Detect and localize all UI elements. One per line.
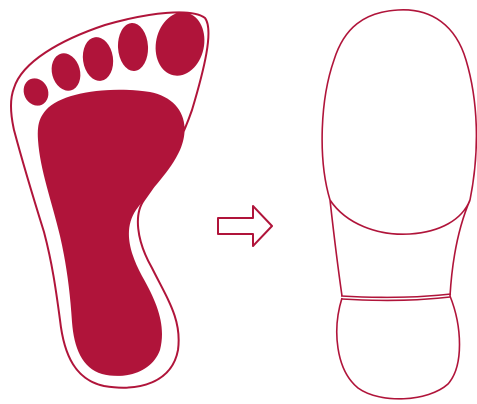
toe-big (150, 8, 210, 81)
toe-little (19, 74, 53, 110)
sole-heel (337, 296, 460, 399)
shoe-sole-outline-icon (322, 10, 476, 399)
sole-forefoot-edge (330, 200, 470, 234)
arrow-right-icon (218, 206, 272, 246)
footprint-icon (11, 8, 210, 388)
foot-sole (38, 90, 185, 376)
toe-fourth (48, 50, 85, 94)
sole-heel-breast (341, 294, 451, 297)
sole-forefoot (322, 10, 476, 200)
sole-arch-left (330, 200, 342, 296)
toe-middle (80, 35, 116, 83)
toe-second (117, 22, 149, 72)
